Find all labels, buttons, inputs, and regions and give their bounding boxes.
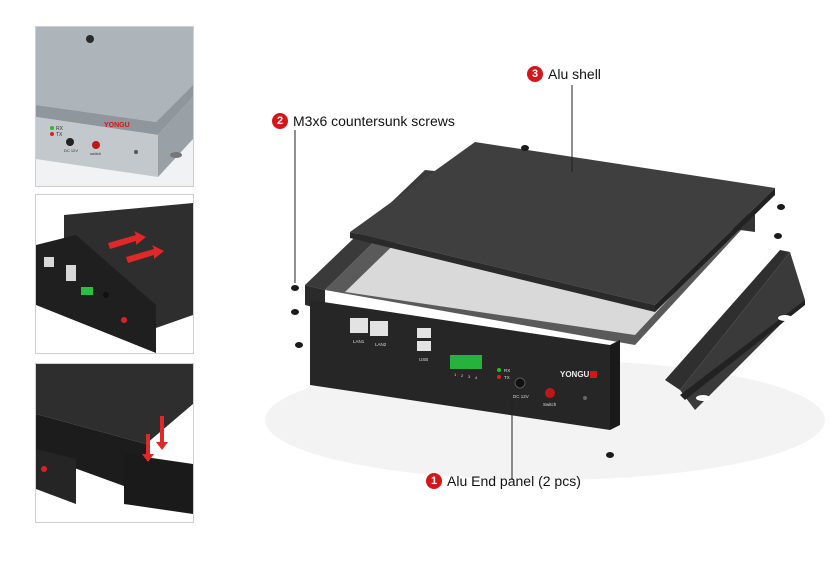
tx-label: TX: [56, 132, 63, 138]
lan2-label: LAN2: [375, 342, 387, 347]
power-switch: [92, 141, 100, 149]
callout-screws: 2 M3x6 countersunk screws: [272, 113, 455, 129]
down-arrow-icon: [156, 416, 168, 450]
brand-mark: [590, 371, 597, 378]
power-switch: [545, 388, 555, 398]
dc-jack: [86, 35, 94, 43]
rx-label: RX: [504, 368, 510, 373]
callout-number-badge: 2: [272, 113, 288, 129]
callout-text: Alu End panel (2 pcs): [447, 473, 581, 489]
vertical-assembly-illustration: [36, 364, 193, 522]
callout-text: Alu shell: [548, 66, 601, 82]
thumbnail-vertical-assembly[interactable]: [35, 363, 194, 523]
slide-assembly-illustration: [36, 195, 193, 353]
assembled-enclosure-illustration: RX TX YONGU DC 12V switch: [36, 27, 193, 186]
tx-label: TX: [504, 375, 510, 380]
thumbnail-slide-assembly[interactable]: [35, 194, 194, 354]
thumbnail-assembled-enclosure[interactable]: RX TX YONGU DC 12V switch: [35, 26, 194, 187]
exploded-view-illustration: LAN1 LAN2 USB 1 2 3 4 RX TX DC 12V YONGU…: [265, 85, 825, 480]
dc-label: DC 12V: [64, 148, 78, 153]
callout-end-panel: 1 Alu End panel (2 pcs): [426, 473, 581, 489]
tx-led: [497, 375, 501, 379]
switch-label: switch: [90, 151, 101, 156]
lan2-port: [370, 321, 388, 336]
lan1-port: [350, 318, 368, 333]
callout-number-badge: 1: [426, 473, 442, 489]
usb-port: [417, 328, 431, 338]
slide-arrow-icon: [108, 231, 146, 249]
up-down-arrow-icon: [142, 434, 154, 462]
rx-led: [497, 368, 501, 372]
slide-arrow-icon: [126, 245, 164, 263]
callout-number-badge: 3: [527, 66, 543, 82]
tx-led: [50, 132, 54, 136]
callout-text: M3x6 countersunk screws: [293, 113, 455, 129]
right-rail: [665, 250, 790, 390]
usb-label: USB: [419, 357, 428, 362]
rx-label: RX: [56, 126, 64, 132]
terminal-label-1: 1: [454, 372, 457, 377]
dc-jack: [514, 377, 526, 389]
brand-logo: YONGU: [560, 370, 590, 379]
terminal-label-3: 3: [468, 374, 471, 379]
callout-alu-shell: 3 Alu shell: [527, 66, 601, 82]
usb-port: [417, 341, 431, 351]
lan1-label: LAN1: [353, 339, 365, 344]
alu-shell[interactable]: [350, 142, 775, 305]
terminal-label-4: 4: [475, 375, 478, 380]
screw-icon: [291, 145, 785, 458]
brand-logo: YONGU: [104, 122, 130, 129]
switch-label: Switch: [543, 402, 557, 407]
terminal-label-2: 2: [461, 373, 464, 378]
rx-led: [50, 126, 54, 130]
terminal-block: [450, 355, 482, 369]
dc-label: DC 12V: [513, 394, 529, 399]
